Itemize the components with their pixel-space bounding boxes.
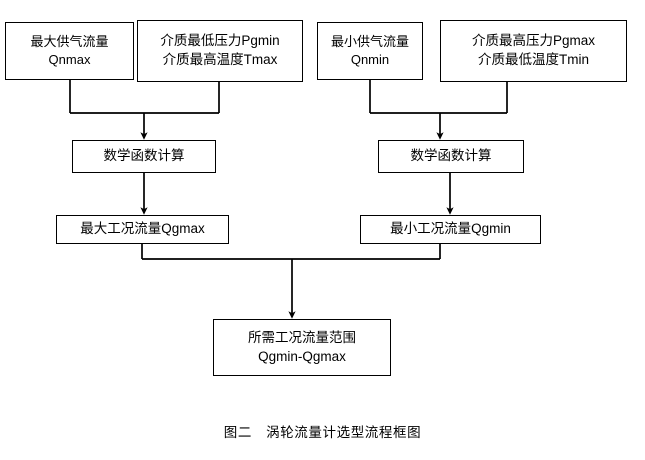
node-min-supply-flow[interactable]: 最小供气流量 Qnmin bbox=[317, 22, 423, 80]
node-min-working-flow-qgmin[interactable]: 最小工况流量Qgmin bbox=[360, 215, 541, 244]
node-min-supply-flow-line2: Qnmin bbox=[350, 52, 390, 67]
node-math-function-calculation-left[interactable]: 数学函数计算 bbox=[72, 140, 216, 173]
node-required-working-flow-range[interactable]: 所需工况流量范围 Qgmin-Qgmax bbox=[213, 319, 391, 376]
node-max-working-flow-qgmax[interactable]: 最大工况流量Qgmax bbox=[56, 215, 229, 244]
node-math-function-calculation-right-label: 数学函数计算 bbox=[410, 148, 492, 164]
node-max-supply-flow-line2: Qnmax bbox=[48, 52, 91, 67]
node-max-supply-flow[interactable]: 最大供气流量 Qnmax bbox=[5, 22, 134, 80]
node-max-pressure-min-temp-line1: 介质最高压力Pgmax bbox=[471, 33, 596, 49]
node-max-pressure-min-temp-line2: 介质最低温度Tmin bbox=[478, 52, 589, 67]
node-required-working-flow-range-line1: 所需工况流量范围 bbox=[248, 329, 356, 345]
node-max-pressure-min-temp[interactable]: 介质最高压力Pgmax 介质最低温度Tmin bbox=[440, 20, 627, 82]
node-max-supply-flow-line1: 最大供气流量 bbox=[30, 34, 109, 50]
node-math-function-calculation-right[interactable]: 数学函数计算 bbox=[378, 140, 524, 173]
node-min-pressure-max-temp[interactable]: 介质最低压力Pgmin 介质最高温度Tmax bbox=[137, 20, 303, 82]
node-min-supply-flow-line1: 最小供气流量 bbox=[330, 34, 409, 50]
node-min-working-flow-qgmin-label: 最小工况流量Qgmin bbox=[390, 221, 511, 237]
node-required-working-flow-range-line2: Qgmin-Qgmax bbox=[258, 348, 346, 364]
node-min-pressure-max-temp-line1: 介质最低压力Pgmin bbox=[160, 33, 280, 49]
node-max-working-flow-qgmax-label: 最大工况流量Qgmax bbox=[80, 221, 205, 237]
node-min-pressure-max-temp-line2: 介质最高温度Tmax bbox=[162, 52, 278, 67]
node-math-function-calculation-left-label: 数学函数计算 bbox=[103, 148, 185, 164]
figure-caption: 图二 涡轮流量计选型流程框图 bbox=[223, 425, 422, 440]
